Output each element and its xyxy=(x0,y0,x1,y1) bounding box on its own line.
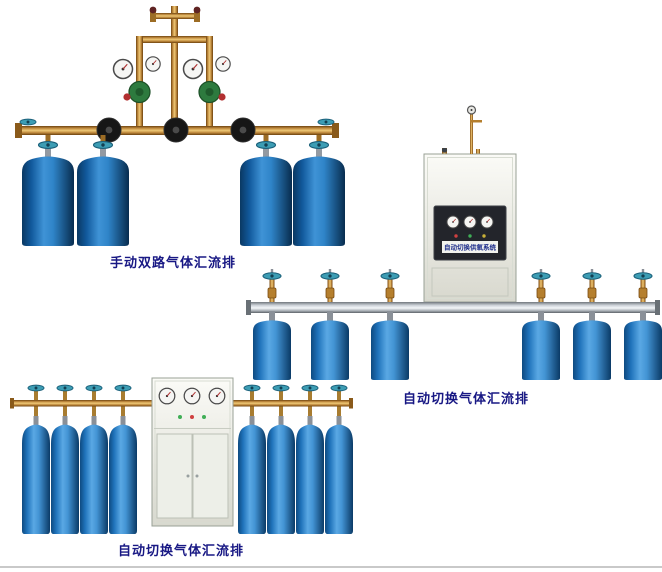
gas-cylinder xyxy=(22,156,74,246)
gas-cylinder xyxy=(51,424,79,534)
indicator-light xyxy=(468,234,472,238)
auto-switch-manifold-bottom-illustration xyxy=(10,377,353,534)
pressure-regulator-right xyxy=(182,56,231,104)
cylinder-bank xyxy=(22,416,353,534)
gas-cylinder xyxy=(109,424,137,534)
cabinet-riser-pipe xyxy=(466,105,482,154)
cabinet-door xyxy=(156,433,193,519)
panel-gauge xyxy=(158,387,176,405)
panel-gauge xyxy=(208,387,226,405)
manual-dual-manifold-illustration xyxy=(15,6,345,246)
panel-gauge xyxy=(446,215,460,229)
gas-cylinder xyxy=(624,320,662,380)
gas-cylinder xyxy=(238,424,266,534)
page-bottom-divider xyxy=(0,566,662,568)
product-auto-switch-manifold-bottom: 自动切换气体汇流排 xyxy=(10,376,355,562)
caption-auto-switch-manifold-bottom: 自动切换气体汇流排 xyxy=(118,544,245,559)
caption-manual-dual-manifold: 手动双路气体汇流排 xyxy=(110,256,237,271)
header-pipework xyxy=(136,6,213,130)
gas-cylinder xyxy=(573,320,611,380)
gas-cylinder xyxy=(253,320,291,380)
product-manual-dual-manifold: 手动双路气体汇流排 xyxy=(6,6,346,272)
gas-cylinder xyxy=(311,320,349,380)
caption-auto-switch-manifold-top: 自动切换气体汇流排 xyxy=(403,392,530,407)
gas-cylinder xyxy=(325,424,353,534)
gas-cylinder xyxy=(522,320,560,380)
indicator-light xyxy=(482,234,486,238)
panel-gauge xyxy=(183,387,201,405)
gas-cylinder xyxy=(22,424,50,534)
gas-cylinder xyxy=(80,424,108,534)
gas-cylinder xyxy=(267,424,295,534)
cylinder-bank xyxy=(253,311,662,380)
gas-cylinder xyxy=(371,320,409,380)
control-cabinet: 自动切换供氧系统 xyxy=(423,148,517,303)
indicator-light xyxy=(178,415,182,419)
pressure-regulator-left xyxy=(112,56,161,104)
gas-cylinder xyxy=(296,424,324,534)
panel-gauge xyxy=(480,215,494,229)
indicator-light xyxy=(202,415,206,419)
cylinder-bank xyxy=(22,135,345,246)
cabinet-door xyxy=(192,433,229,519)
indicator-light xyxy=(190,415,194,419)
manifold-pipe xyxy=(246,300,660,315)
valve-stems xyxy=(267,269,648,304)
gas-cylinder xyxy=(77,156,129,246)
indicator-light xyxy=(454,234,458,238)
control-cabinet xyxy=(151,377,234,527)
cylinder-stems xyxy=(34,388,341,426)
product-auto-switch-manifold-top: 自动切换供氧系统 xyxy=(246,105,662,410)
panel-gauge xyxy=(463,215,477,229)
shutoff-handwheels xyxy=(96,117,256,143)
cabinet-panel-label: 自动切换供氧系统 xyxy=(444,243,497,252)
manifold-pipes xyxy=(10,398,353,409)
auto-switch-manifold-top-illustration: 自动切换供氧系统 xyxy=(246,148,662,380)
